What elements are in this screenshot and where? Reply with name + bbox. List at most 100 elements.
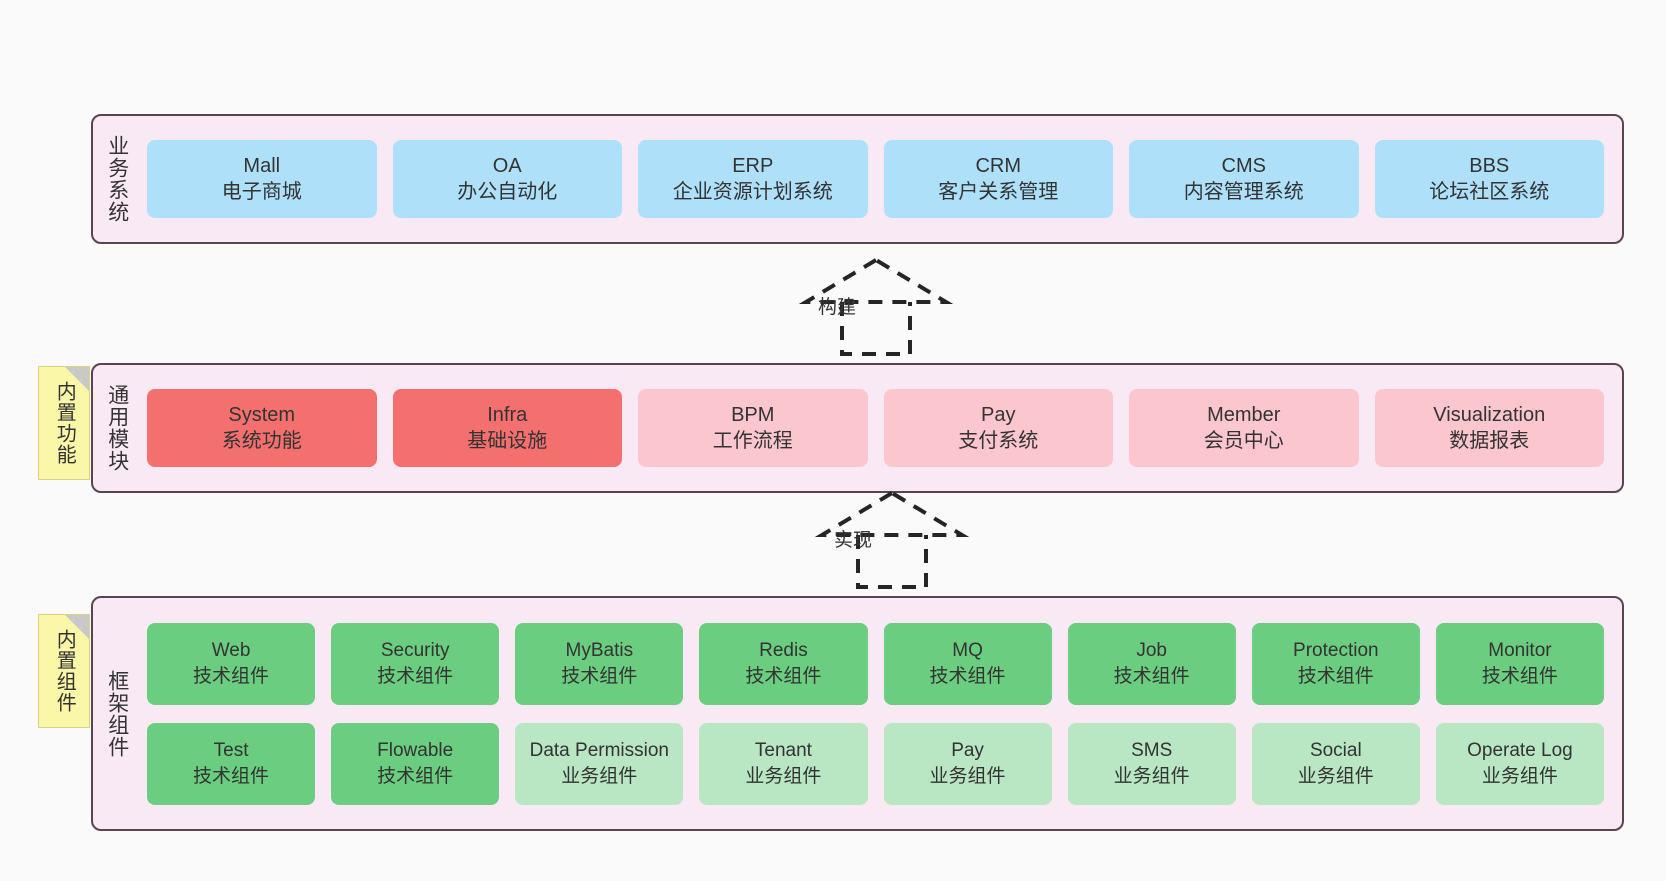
node-system[interactable]: System 系统功能: [147, 389, 377, 467]
node-oa-cn: 办公自动化: [457, 181, 558, 203]
node-monitor-cn: 技术组件: [1481, 665, 1558, 687]
arrow-build-shaft: [840, 302, 912, 356]
node-tenant-cn: 业务组件: [745, 765, 822, 787]
node-operate-log[interactable]: Operate Log 业务组件: [1435, 722, 1604, 805]
node-flowable-cn: 技术组件: [377, 765, 454, 787]
arrow-build: 构建: [790, 256, 970, 356]
node-erp[interactable]: ERP 企业资源计划系统: [638, 140, 868, 218]
node-visualization-en: Visualization: [1433, 403, 1546, 426]
node-bpm-en: BPM: [731, 403, 775, 426]
node-mq-cn: 技术组件: [929, 665, 1006, 687]
node-social-cn: 业务组件: [1297, 765, 1374, 787]
node-pay-module-cn: 支付系统: [958, 430, 1039, 452]
node-cms[interactable]: CMS 内容管理系统: [1129, 140, 1359, 218]
node-oa[interactable]: OA 办公自动化: [392, 140, 622, 218]
node-web-en: Web: [211, 640, 251, 662]
layer-title-framework: 框架组件: [105, 669, 129, 758]
node-protection-en: Protection: [1293, 640, 1379, 662]
node-operate-log-cn: 业务组件: [1481, 765, 1558, 787]
business-node-row: Mall 电子商城 OA 办公自动化 ERP 企业资源计划系统 CRM 客户关系…: [147, 140, 1604, 218]
node-mq-en: MQ: [952, 640, 983, 662]
node-social-en: Social: [1309, 740, 1362, 762]
node-sms-cn: 业务组件: [1113, 765, 1190, 787]
node-security-en: Security: [380, 640, 450, 662]
layer-body-business: Mall 电子商城 OA 办公自动化 ERP 企业资源计划系统 CRM 客户关系…: [141, 116, 1622, 242]
node-infra[interactable]: Infra 基础设施: [392, 389, 622, 467]
node-crm[interactable]: CRM 客户关系管理: [883, 140, 1113, 218]
node-protection[interactable]: Protection 技术组件: [1251, 622, 1420, 705]
arrow-implement-head: [814, 490, 970, 537]
node-mall[interactable]: Mall 电子商城: [147, 140, 377, 218]
node-monitor[interactable]: Monitor 技术组件: [1435, 622, 1604, 705]
layer-body-framework: Web 技术组件 Security 技术组件 MyBatis 技术组件 Redi…: [141, 598, 1622, 829]
node-operate-log-en: Operate Log: [1467, 740, 1573, 762]
node-member-cn: 会员中心: [1203, 430, 1284, 452]
arrow-build-head: [798, 257, 954, 304]
node-protection-cn: 技术组件: [1297, 665, 1374, 687]
node-infra-en: Infra: [487, 403, 528, 426]
node-visualization[interactable]: Visualization 数据报表: [1374, 389, 1604, 467]
node-job-en: Job: [1136, 640, 1167, 662]
node-job[interactable]: Job 技术组件: [1067, 622, 1236, 705]
note-fold-icon: [65, 367, 89, 391]
node-social[interactable]: Social 业务组件: [1251, 722, 1420, 805]
node-tenant-en: Tenant: [754, 740, 812, 762]
node-oa-en: OA: [492, 154, 522, 177]
arrow-implement: 实现: [806, 489, 986, 589]
node-erp-cn: 企业资源计划系统: [672, 181, 833, 203]
node-flowable[interactable]: Flowable 技术组件: [331, 722, 500, 805]
node-crm-cn: 客户关系管理: [938, 181, 1059, 203]
arrow-implement-label: 实现: [834, 530, 873, 551]
node-mq[interactable]: MQ 技术组件: [883, 622, 1052, 705]
node-mybatis[interactable]: MyBatis 技术组件: [515, 622, 684, 705]
layer-common-module: 通用模块 System 系统功能 Infra 基础设施 BPM 工作流程 Pay…: [91, 363, 1624, 493]
node-sms[interactable]: SMS 业务组件: [1067, 722, 1236, 805]
node-bbs[interactable]: BBS 论坛社区系统: [1374, 140, 1604, 218]
node-bpm-cn: 工作流程: [712, 430, 793, 452]
node-mall-cn: 电子商城: [221, 181, 302, 203]
node-redis[interactable]: Redis 技术组件: [699, 622, 868, 705]
node-pay-module-en: Pay: [981, 403, 1016, 426]
note-builtin-function-label: 内置功能: [53, 381, 76, 465]
node-data-permission-en: Data Permission: [529, 740, 669, 762]
node-cms-cn: 内容管理系统: [1183, 181, 1304, 203]
node-redis-en: Redis: [759, 640, 808, 662]
note-builtin-component-label: 内置组件: [53, 629, 76, 713]
node-pay-component-en: Pay: [951, 740, 984, 762]
node-security[interactable]: Security 技术组件: [331, 622, 500, 705]
node-pay-component-cn: 业务组件: [929, 765, 1006, 787]
layer-business-system: 业务系统 Mall 电子商城 OA 办公自动化 ERP 企业资源计划系统 CRM…: [91, 114, 1624, 244]
node-pay-module[interactable]: Pay 支付系统: [883, 389, 1113, 467]
node-data-permission[interactable]: Data Permission 业务组件: [515, 722, 684, 805]
layer-framework-component: 框架组件 Web 技术组件 Security 技术组件 MyBatis 技术组件…: [91, 596, 1624, 831]
node-test[interactable]: Test 技术组件: [147, 722, 316, 805]
framework-node-row-1: Web 技术组件 Security 技术组件 MyBatis 技术组件 Redi…: [147, 622, 1604, 705]
layer-title-common: 通用模块: [105, 384, 129, 472]
node-erp-en: ERP: [732, 154, 774, 177]
node-member[interactable]: Member 会员中心: [1129, 389, 1359, 467]
node-bbs-cn: 论坛社区系统: [1429, 181, 1550, 203]
node-visualization-cn: 数据报表: [1449, 430, 1530, 452]
arrow-implement-shaft: [856, 535, 928, 589]
layer-body-common: System 系统功能 Infra 基础设施 BPM 工作流程 Pay 支付系统…: [141, 365, 1622, 491]
arrow-build-label: 构建: [818, 297, 857, 318]
node-mybatis-cn: 技术组件: [561, 665, 638, 687]
node-infra-cn: 基础设施: [467, 430, 548, 452]
note-builtin-function: 内置功能: [38, 366, 90, 480]
node-test-en: Test: [213, 740, 249, 762]
node-web[interactable]: Web 技术组件: [147, 622, 316, 705]
node-bpm[interactable]: BPM 工作流程: [638, 389, 868, 467]
node-mall-en: Mall: [243, 154, 281, 177]
node-member-en: Member: [1207, 403, 1281, 426]
node-mybatis-en: MyBatis: [565, 640, 634, 662]
node-cms-en: CMS: [1221, 154, 1266, 177]
node-flowable-en: Flowable: [377, 740, 454, 762]
node-system-cn: 系统功能: [221, 430, 302, 452]
node-tenant[interactable]: Tenant 业务组件: [699, 722, 868, 805]
node-test-cn: 技术组件: [193, 765, 270, 787]
node-bbs-en: BBS: [1469, 154, 1510, 177]
common-node-row: System 系统功能 Infra 基础设施 BPM 工作流程 Pay 支付系统…: [147, 389, 1604, 467]
node-web-cn: 技术组件: [193, 665, 270, 687]
layer-title-business: 业务系统: [105, 135, 129, 223]
node-pay-component[interactable]: Pay 业务组件: [883, 722, 1052, 805]
